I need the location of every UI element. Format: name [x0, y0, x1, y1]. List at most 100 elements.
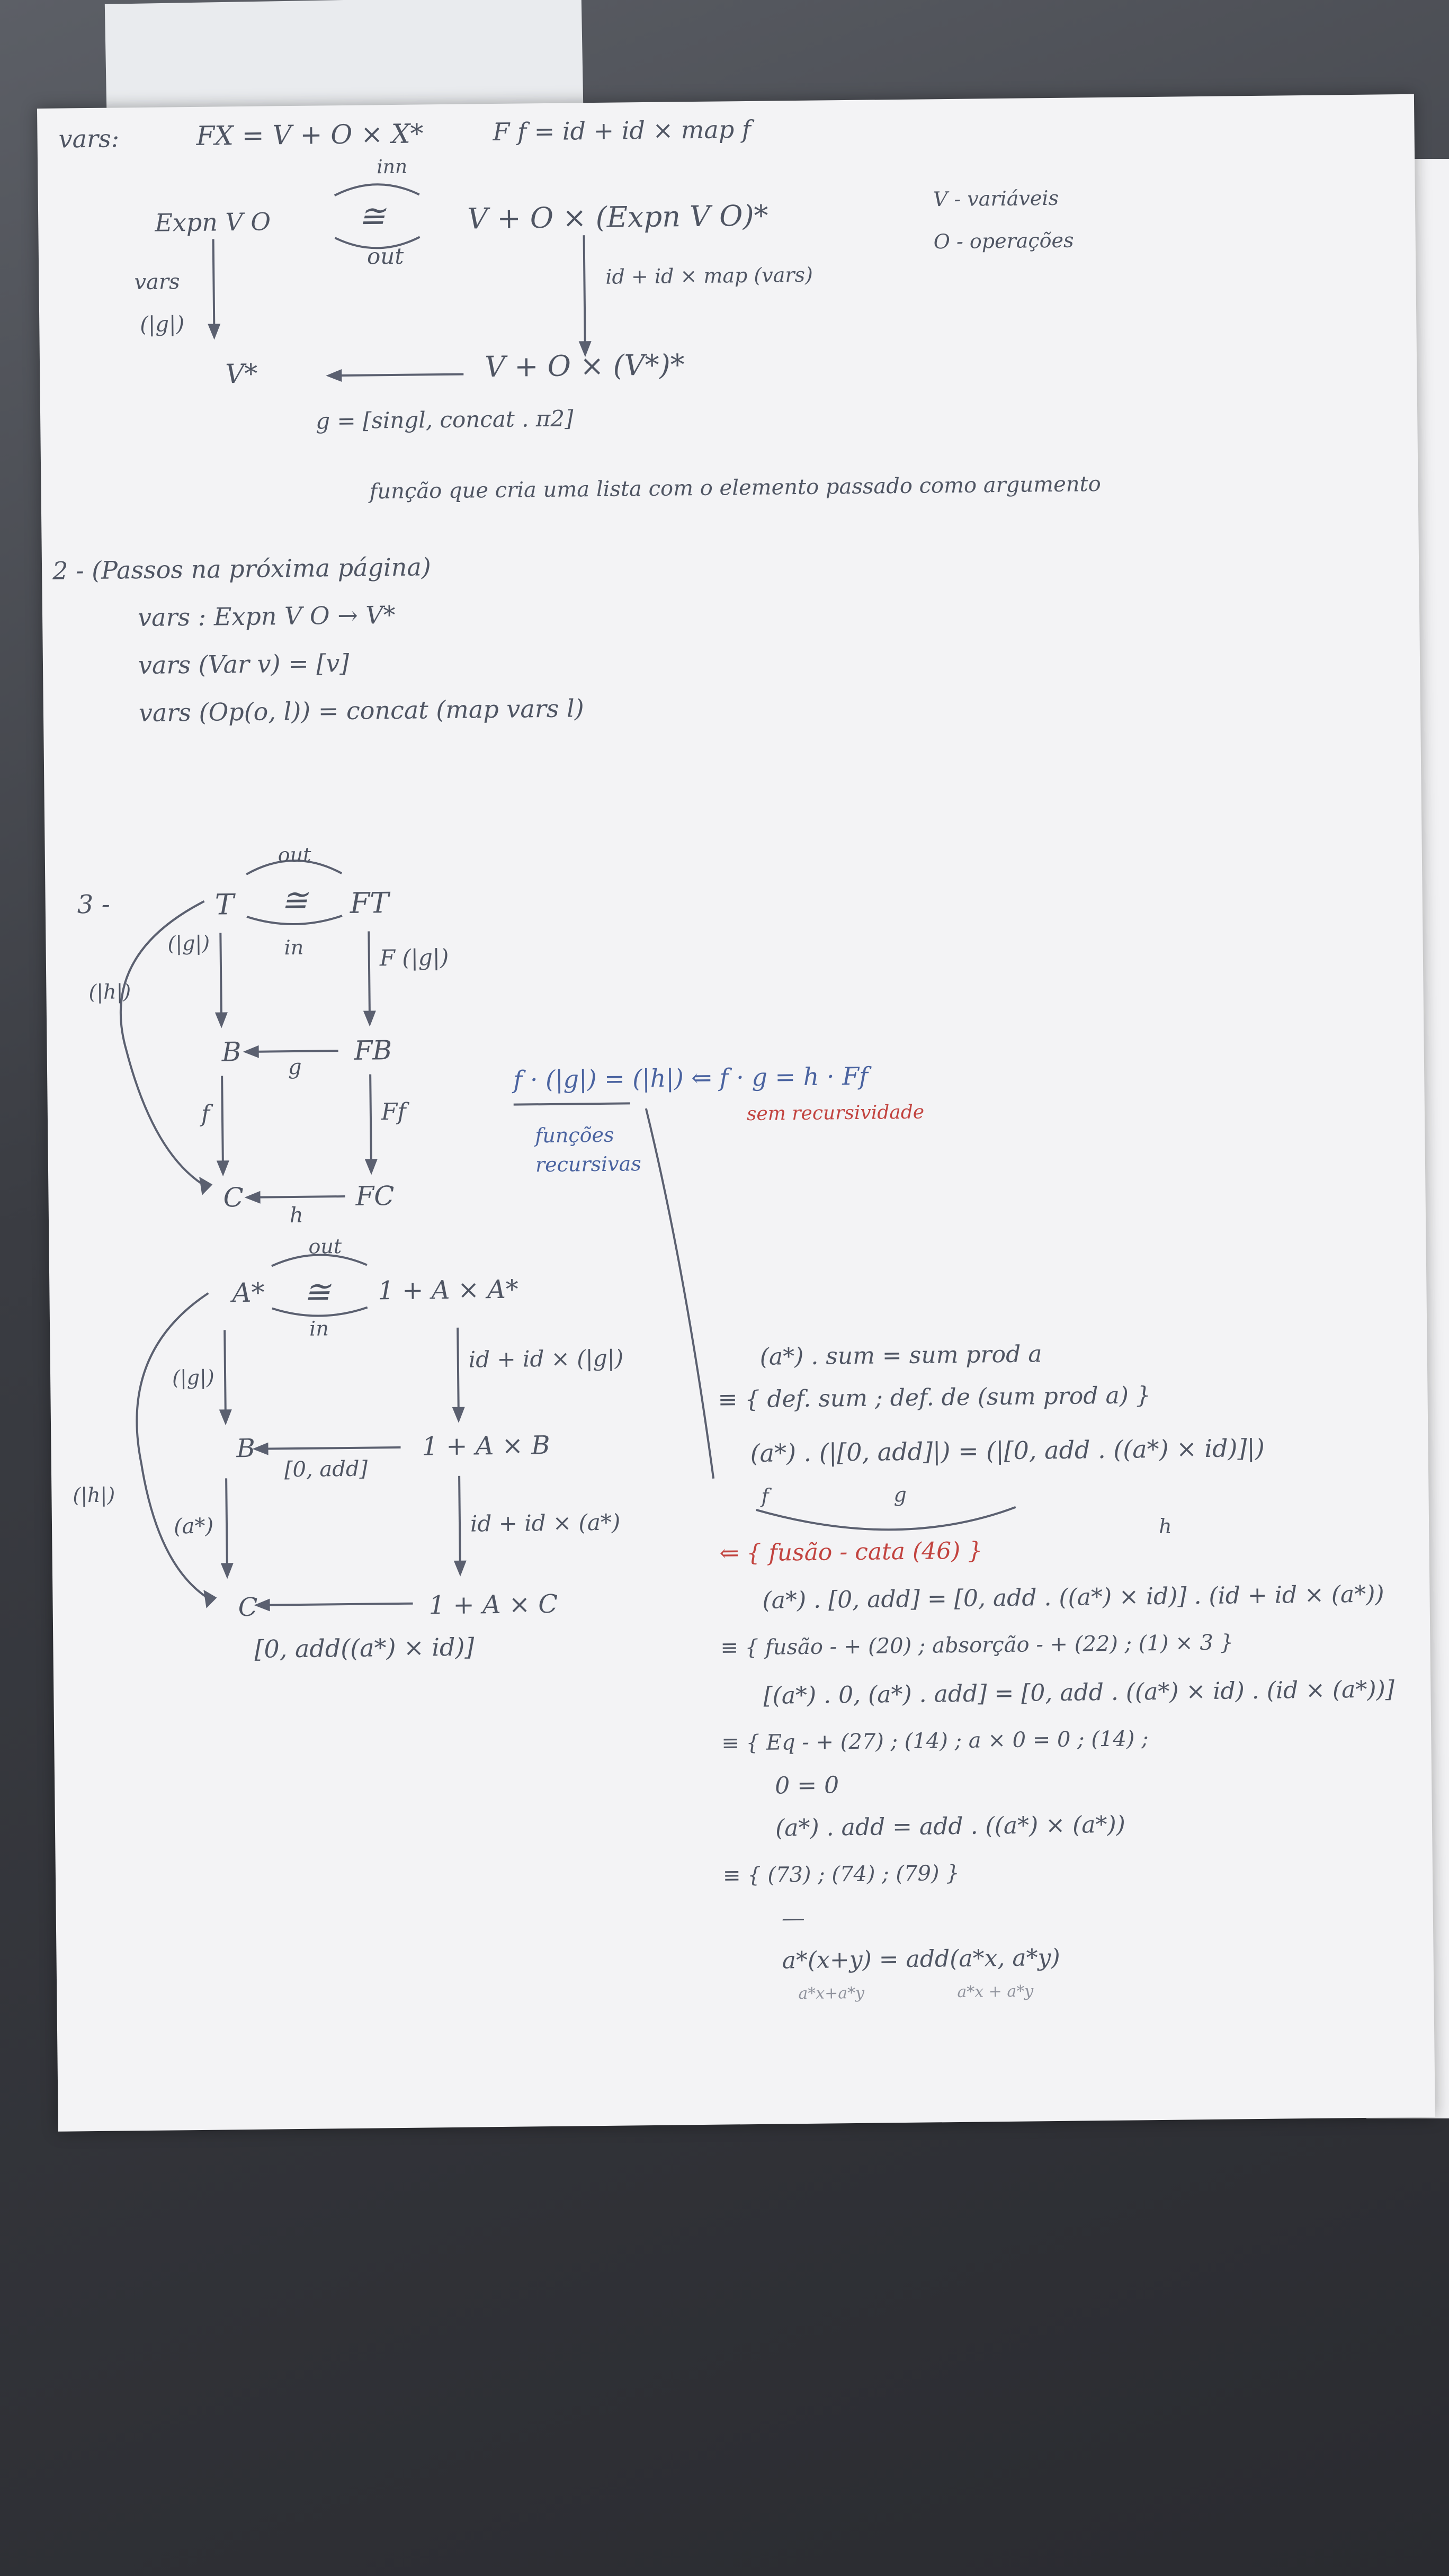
- Ff-label: Ff: [381, 1098, 406, 1126]
- proof-line-8: ≡ { Eq - + (27) ; (14) ; a × 0 = 0 ; (14…: [721, 1727, 1149, 1756]
- F-cata-g-label: F (|g|): [379, 944, 449, 971]
- g-definition: g = [singl, concat . π2]: [315, 405, 574, 434]
- map-vars-arrow: [583, 235, 586, 347]
- section-3-number: 3 -: [77, 889, 111, 920]
- proof-line-4: ⇐ { fusão - cata (46) }: [719, 1537, 983, 1567]
- out-arc-2: [271, 1254, 368, 1267]
- Ff-arrow: [369, 1074, 372, 1165]
- proof-line-7: [(a*) . 0, (a*) . add] = [0, add . ((a*)…: [763, 1676, 1395, 1710]
- list-functor-mid: 1 + A × B: [422, 1430, 550, 1462]
- vars-type: vars : Expn V O → V*: [137, 600, 396, 632]
- cata-h-label-2: (|h|): [73, 1483, 115, 1507]
- functor-definition: FX = V + O × X*: [196, 118, 424, 151]
- proof-line-10: (a*) . add = add . ((a*) × (a*)): [775, 1811, 1126, 1842]
- vars-arrow-label: vars: [134, 270, 180, 295]
- proof-line-5: (a*) . [0, add] = [0, add . ((a*) × id)]…: [762, 1580, 1384, 1614]
- FB-node: FB: [354, 1035, 392, 1066]
- id-atimes-label: id + id × (a*): [470, 1509, 621, 1537]
- cata-g-label-2: (|g|): [172, 1365, 214, 1390]
- cata-g-arrow-2: [223, 1330, 227, 1415]
- proof-line-9: 0 = 0: [774, 1772, 839, 1800]
- legend-o: O - operações: [933, 228, 1074, 254]
- recursive-note-2: recursivas: [535, 1152, 642, 1177]
- handwritten-page: vars: FX = V + O × X* F f = id + id × ma…: [37, 94, 1435, 2132]
- C-node: C: [223, 1182, 244, 1213]
- h-arrow: [255, 1195, 345, 1198]
- g-arrow: [336, 373, 464, 377]
- list-functor-bot: 1 + A × C: [428, 1589, 558, 1621]
- id-cata-label: id + id × (|g|): [468, 1345, 624, 1373]
- inn-label: inn: [376, 156, 408, 178]
- g-arrow-3: [253, 1050, 338, 1053]
- diagram-arrows: [119, 183, 1016, 1612]
- proof-line-13: a*(x+y) = add(a*x, a*y): [782, 1944, 1060, 1974]
- underline-recursive: [513, 1102, 630, 1106]
- list-functor-top: 1 + A × A*: [378, 1274, 519, 1306]
- vars-arrow: [212, 239, 216, 329]
- FT-node: FT: [350, 886, 389, 920]
- h-def-arrow: [264, 1602, 413, 1606]
- cata-h-label-3: (|h|): [88, 980, 131, 1004]
- proof-line-1: (a*) . sum = sum prod a: [759, 1340, 1042, 1371]
- proof-line-2: ≡ { def. sum ; def. de (sum prod a) }: [718, 1382, 1151, 1414]
- iso-symbol-1: ≅: [358, 198, 386, 235]
- B-node-2: B: [236, 1433, 256, 1464]
- in-arc-2: [272, 1306, 368, 1317]
- T-node: T: [214, 888, 235, 922]
- fusion-law: f · (|g|) = (|h|) ⇐ f · g = h · Ff: [513, 1061, 869, 1094]
- id-atimes-arrow: [458, 1475, 461, 1566]
- a-times-label: (a*): [173, 1514, 214, 1539]
- F-cata-g-arrow: [368, 931, 371, 1016]
- in-label-2: in: [309, 1317, 329, 1340]
- proof-brace-g: g: [893, 1482, 907, 1507]
- f-label: f: [201, 1100, 210, 1128]
- map-vars-label: id + id × map (vars): [605, 263, 813, 289]
- out-arc-3: [246, 860, 343, 875]
- FC-node: FC: [355, 1180, 395, 1212]
- proof-brace-f: f: [761, 1484, 769, 1508]
- proof-connector: [645, 1108, 715, 1479]
- proof-line-11: ≡ { (73) ; (74) ; (79) }: [722, 1861, 960, 1888]
- h-label: h: [289, 1203, 303, 1228]
- out-arc: [334, 236, 421, 249]
- proof-brace-h: h: [1158, 1514, 1172, 1538]
- legend-v: V - variáveis: [933, 186, 1059, 211]
- g-label-3: g: [288, 1054, 302, 1080]
- functor-expn: V + O × (Expn V O)*: [467, 199, 768, 236]
- section-2-heading: 2 - (Passos na próxima página): [52, 552, 431, 585]
- vars-var-case: vars (Var v) = [v]: [138, 648, 350, 680]
- in-arc-3: [246, 915, 343, 925]
- proof-line-12: —: [781, 1904, 806, 1932]
- iso-symbol-3: ≅: [281, 881, 308, 919]
- cata-h-curve-2: [136, 1292, 212, 1602]
- a-times-arrow: [225, 1478, 228, 1569]
- cata-g-arrow: [219, 933, 222, 1018]
- zero-add-label: [0, add]: [284, 1456, 368, 1482]
- in-label-3: in: [284, 935, 304, 960]
- f-arrow: [221, 1076, 224, 1166]
- proof-line-3: (a*) . (|[0, add]|) = (|[0, add . ((a*) …: [750, 1433, 1265, 1468]
- fusion-note: sem recursividade: [746, 1101, 925, 1125]
- out-label: out: [366, 243, 404, 270]
- proof-line-14b: a*x + a*y: [957, 1982, 1034, 2002]
- cata-g-label: (|g|): [140, 312, 185, 337]
- cata-h-curve: [119, 900, 208, 1188]
- id-cata-arrow: [457, 1327, 460, 1412]
- B-node: B: [221, 1036, 241, 1068]
- v-star: V*: [225, 358, 258, 390]
- C-node-2: C: [238, 1592, 258, 1623]
- out-label-2: out: [308, 1235, 342, 1258]
- zero-add-arrow: [263, 1446, 401, 1450]
- proof-line-6: ≡ { fusão - + (20) ; absorção - + (22) ;…: [720, 1630, 1234, 1660]
- proof-line-14a: a*x+a*y: [798, 1983, 865, 2003]
- functor-v-star: V + O × (V*)*: [484, 348, 685, 384]
- h-definition: [0, add((a*) × id)]: [254, 1632, 475, 1663]
- vars-op-case: vars (Op(o, l)) = concat (map vars l): [138, 694, 584, 728]
- recursive-note-1: funções: [535, 1123, 614, 1148]
- cata-g-label-3: (|g|): [167, 931, 210, 955]
- fmap-definition: F f = id + id × map f: [493, 114, 752, 146]
- inn-arc: [334, 183, 420, 196]
- A-star-node: A*: [232, 1277, 265, 1309]
- vars-label: vars:: [58, 124, 120, 154]
- iso-symbol-2: ≅: [303, 1273, 331, 1311]
